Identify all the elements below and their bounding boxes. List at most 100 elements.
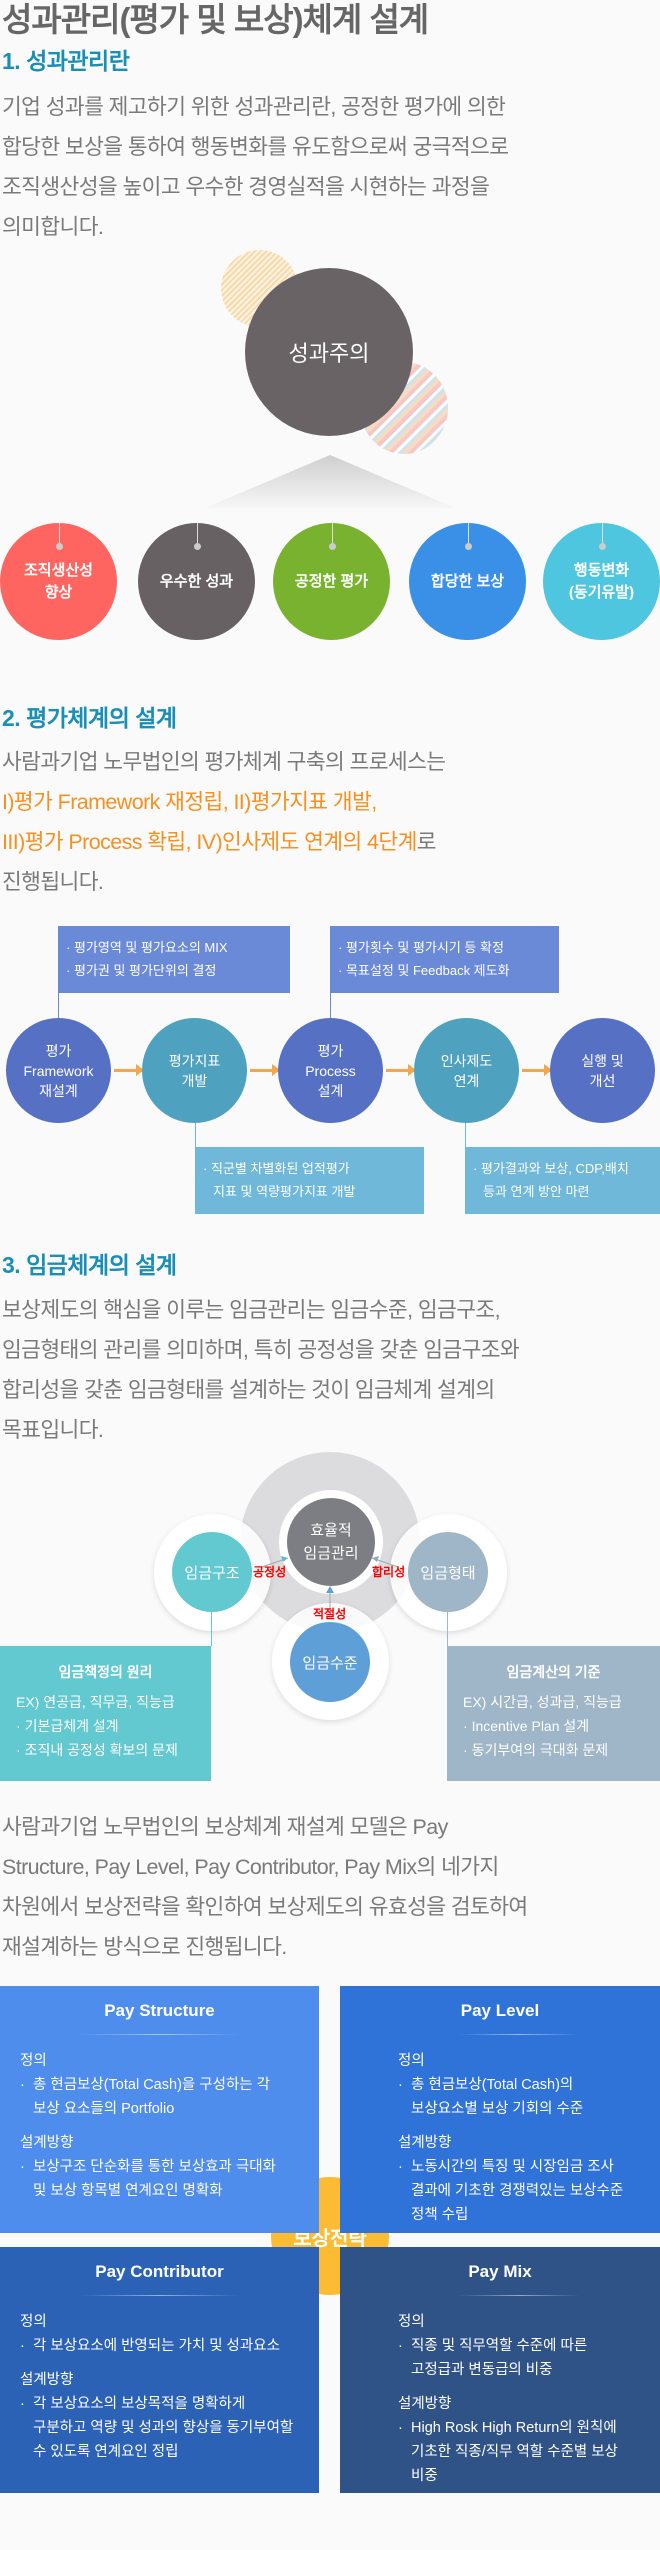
wage-calc-box: 임금계산의 기준 EX) 시간급, 성과급, 직능급 · Incentive P…	[447, 1646, 660, 1781]
connector-line	[330, 993, 331, 1018]
process-step-label: 실행 및 개선	[581, 1052, 624, 1089]
para-line: III)평가 Process 확립, IV)인사제도 연계의 4단계로	[2, 822, 652, 862]
para-line: 합당한 보상을 통하여 행동변화를 유도함으로써 궁극적으로	[2, 135, 509, 159]
section2-heading: 2. 평가체계의 설계	[2, 705, 177, 731]
wage-form-label: 임금형태	[420, 1564, 476, 1582]
quadrant-pay-level: Pay Level정의총 현금보상(Total Cash)의 보상요소별 보상 …	[340, 1986, 660, 2233]
fairness-label: 공정성	[253, 1565, 287, 1579]
direction-text: High Rosk High Return의 원칙에 기초한 직종/직무 역할 …	[398, 2416, 640, 2488]
wage-center-label: 효율적 임금관리	[303, 1522, 359, 1562]
wage-structure-label: 임금구조	[184, 1564, 240, 1582]
para-line: 기업 성과를 제고하기 위한 성과관리란, 공정한 평가에 의한	[2, 95, 506, 119]
process-note-box: · 평가영역 및 평가요소의 MIX · 평가권 및 평가단위의 결정	[58, 926, 290, 993]
arrow-right-icon	[250, 1064, 280, 1076]
divider	[80, 2295, 239, 2296]
note-item-text: 평가결과와 보상, CDP,배치	[480, 1161, 629, 1176]
box-item: · Incentive Plan 설계	[463, 1718, 590, 1734]
pin-icon	[464, 523, 472, 550]
value-circle-label: 행동변화 (동기유발)	[568, 561, 635, 601]
direction-label: 설계방향	[398, 2396, 452, 2412]
section4-paragraph: 사람과기업 노무법인의 보상체계 재설계 모델은 Pay Structure, …	[2, 1807, 652, 1967]
direction-text: 각 보상요소의 보상목적을 명확하게 구분하고 역량 및 성과의 향상을 동기부…	[20, 2392, 299, 2464]
note-item-text: 평가영역 및 평가요소의 MIX	[73, 940, 228, 955]
para-line: 사람과기업 노무법인의 보상체계 재설계 모델은 Pay	[2, 1815, 448, 1839]
definition-text: 총 현금보상(Total Cash)의 보상요소별 보상 기회의 수준	[398, 2073, 640, 2121]
wage-form-circle: 임금형태	[408, 1532, 488, 1612]
box-example: EX) 시간급, 성과급, 직능급	[463, 1694, 622, 1710]
note-item-text: 직군별 차별화된 업적평가	[210, 1161, 350, 1176]
pin-icon	[598, 523, 606, 550]
direction-label: 설계방향	[20, 2135, 74, 2151]
direction-label: 설계방향	[398, 2135, 452, 2151]
note-item: 등과 연계 방안 마련	[473, 1180, 652, 1203]
divider	[458, 2295, 580, 2296]
para-line: 목표입니다.	[2, 1418, 104, 1442]
process-step-label: 평가 Framework 재설계	[23, 1042, 94, 1099]
quadrant-pay-contributor: Pay Contributor정의각 보상요소에 반영되는 가치 및 성과요소설…	[0, 2247, 319, 2493]
para-line-highlight: I)평가 Framework 재정립, II)평가지표 개발,	[2, 790, 377, 814]
value-circle: 합당한 보상	[409, 523, 526, 640]
definition-label: 정의	[398, 2314, 425, 2330]
wage-level-circle: 임금수준	[290, 1622, 370, 1702]
arrow-right-icon	[522, 1064, 552, 1076]
process-step-label: 인사제도 연계	[440, 1052, 493, 1089]
direction-text: 보상구조 단순화를 통한 보상효과 극대화 및 보상 항목별 연계요인 명확화	[20, 2155, 299, 2203]
divider	[80, 2034, 239, 2035]
process-step: 평가 Framework 재설계	[6, 1018, 111, 1123]
connector-line	[195, 1123, 196, 1147]
center-circle-performance: 성과주의	[245, 268, 413, 436]
connector-line	[447, 1612, 448, 1646]
note-item: · 직군별 차별화된 업적평가	[203, 1161, 350, 1176]
wage-center-circle: 효율적 임금관리	[287, 1498, 375, 1586]
section2-paragraph: 사람과기업 노무법인의 평가체계 구축의 프로세스는 I)평가 Framewor…	[2, 742, 652, 902]
quadrant-pay-structure: Pay Structure정의총 현금보상(Total Cash)을 구성하는 …	[0, 1986, 319, 2233]
connector-line	[211, 1612, 212, 1646]
box-item-text: 기본급체계 설계	[24, 1718, 119, 1734]
pin-icon	[193, 523, 201, 550]
process-step-label: 평가지표 개발	[168, 1052, 221, 1089]
value-circle: 행동변화 (동기유발)	[543, 523, 660, 640]
para-line: 조직생산성을 높이고 우수한 경영실적을 시현하는 과정을	[2, 175, 490, 199]
para-line: 임금형태의 관리를 의미하며, 특히 공정성을 갖춘 임금구조와	[2, 1338, 520, 1362]
center-label: 성과주의	[288, 341, 370, 366]
arrow-right-icon	[386, 1064, 416, 1076]
direction-label: 설계방향	[20, 2372, 74, 2388]
wage-arrows	[261, 1556, 399, 1612]
note-item: · 평가영역 및 평가요소의 MIX	[66, 940, 228, 955]
note-item-text: 평가횟수 및 평가시기 등 확정	[345, 940, 504, 955]
value-circle-label: 조직생산성 향상	[23, 561, 93, 601]
para-line: 진행됩니다.	[2, 870, 104, 894]
box-item-text: Incentive Plan 설계	[471, 1718, 590, 1734]
definition-text: 직종 및 직무역할 수준에 따른 고정급과 변동급의 비중	[398, 2334, 640, 2382]
box-title: 임금계산의 기준	[506, 1664, 601, 1680]
para-line: 의미합니다.	[2, 215, 104, 239]
para-line: 재설계하는 방식으로 진행됩니다.	[2, 1935, 287, 1959]
para-line: Structure, Pay Level, Pay Contributor, P…	[2, 1855, 499, 1879]
section1-heading: 1. 성과관리란	[2, 48, 130, 74]
adequacy-label: 적절성	[313, 1607, 347, 1621]
rationality-label: 합리성	[372, 1565, 406, 1579]
box-item: · 동기부여의 극대화 문제	[463, 1742, 609, 1758]
para-highlight: III)평가 Process 확립, IV)인사제도 연계의 4단계	[2, 830, 417, 854]
wage-principle-box: 임금책정의 원리 EX) 연공급, 직무급, 직능급 · 기본급체계 설계 · …	[0, 1646, 211, 1781]
box-item: · 기본급체계 설계	[16, 1718, 119, 1734]
value-circle-label: 우수한 성과	[159, 572, 234, 590]
section3-heading: 3. 임금체계의 설계	[2, 1252, 177, 1278]
note-item: · 평가권 및 평가단위의 결정	[66, 963, 217, 978]
value-circle: 우수한 성과	[138, 523, 255, 640]
quadrant-title: Pay Level	[460, 2001, 540, 2020]
value-circle: 공정한 평가	[273, 523, 390, 640]
quadrant-pay-mix: Pay Mix정의직종 및 직무역할 수준에 따른 고정급과 변동급의 비중설계…	[340, 2247, 660, 2493]
note-item: 지표 및 역량평가지표 개발	[203, 1180, 416, 1203]
note-item: · 평가결과와 보상, CDP,배치	[473, 1161, 629, 1176]
process-note-box: · 평가횟수 및 평가시기 등 확정· 목표설정 및 Feedback 제도화	[330, 926, 559, 993]
definition-text: 각 보상요소에 반영되는 가치 및 성과요소	[20, 2334, 299, 2358]
divider	[458, 2034, 580, 2035]
definition-text: 총 현금보상(Total Cash)을 구성하는 각 보상 요소들의 Portf…	[20, 2073, 299, 2121]
strategy-label: 보상전략	[293, 2227, 367, 2250]
quadrant-title: Pay Contributor	[95, 2262, 224, 2281]
note-item: · 목표설정 및 Feedback 제도화	[338, 963, 510, 978]
